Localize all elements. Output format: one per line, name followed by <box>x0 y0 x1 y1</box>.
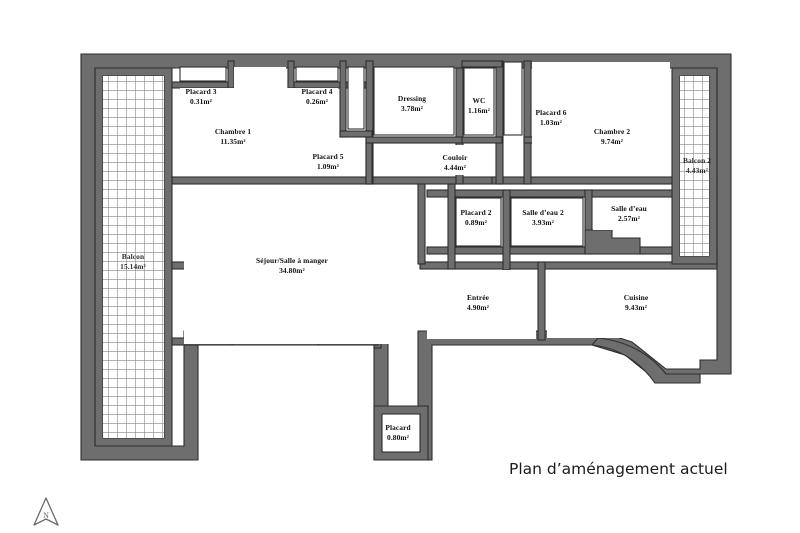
dressing-fill <box>374 67 454 135</box>
room-outlines <box>179 61 584 453</box>
placard-1-fill <box>382 414 420 452</box>
placard-3-wall-right <box>227 60 235 89</box>
interior-wall-v8 <box>537 261 546 341</box>
salle-d-eau-notch <box>584 229 641 255</box>
placard-5-fill <box>348 67 364 129</box>
interior-wall-h1 <box>171 176 493 185</box>
chambre-1-fill-c <box>286 88 338 174</box>
interior-wall-v2 <box>455 67 464 185</box>
placard-6-fill <box>504 62 522 135</box>
wc-wall-top <box>461 60 503 68</box>
placard-2-fill <box>456 198 501 246</box>
interior-wall-h4 <box>419 261 718 270</box>
placard-4-fill <box>296 67 338 81</box>
placard-5-wall-bottom <box>339 130 373 138</box>
wc-fill <box>464 68 494 135</box>
cuisine-fill <box>547 270 669 338</box>
interior-wall-v6 <box>502 189 511 271</box>
sejour-fill <box>184 186 416 344</box>
placard-5-wall-left <box>339 60 347 138</box>
interior-wall-v5 <box>447 183 456 270</box>
wc-wall-bottom <box>461 136 503 144</box>
placard-3-wall-bottom <box>171 81 235 89</box>
cuisine-curved-wall <box>590 337 701 384</box>
interior-wall-v9 <box>417 183 426 265</box>
salle-d-eau-fill <box>593 198 669 230</box>
wall-structure <box>80 53 732 461</box>
salle-d-eau-2-fill <box>511 198 583 246</box>
dressing-wall-bottom <box>365 136 463 144</box>
couloir-fill-b <box>456 145 494 175</box>
interior-wall-v4 <box>523 60 532 185</box>
page-title: Plan d’aménagement actuel <box>509 460 728 478</box>
north-letter: N <box>43 511 49 520</box>
couloir-wall-stub <box>365 142 373 185</box>
chambre-2-fill <box>532 62 670 175</box>
placard-4-wall-left <box>287 60 295 89</box>
balcony-1-grid <box>103 76 164 438</box>
entree-fill <box>427 270 536 339</box>
chambre-1-fill <box>180 88 286 174</box>
north-arrow-icon: N <box>33 497 59 526</box>
balcony-2-grid <box>680 76 709 256</box>
chambre-1-fill-b <box>234 67 286 91</box>
interior-wall-v3 <box>495 60 504 185</box>
room-interiors <box>180 62 670 452</box>
placard-3-fill <box>180 67 226 81</box>
